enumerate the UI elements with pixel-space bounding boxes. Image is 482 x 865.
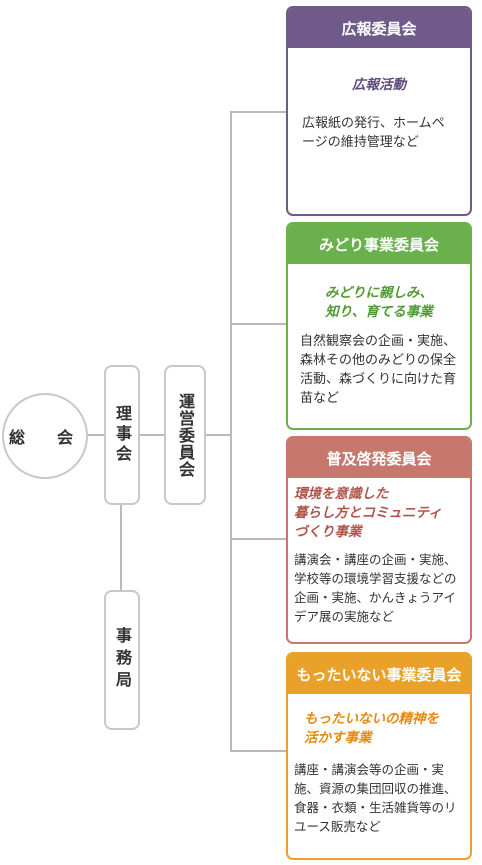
committee-description-green: 自然観察会の企画・実施、森林その他のみどりの保全活動、森づくりに向けた育苗など bbox=[300, 334, 457, 406]
committee-subtitle-line: 広報活動 bbox=[352, 77, 406, 93]
committee-subtitle-line: もったいないの精神を bbox=[304, 711, 439, 727]
committee-card-pr: 広報委員会 広報活動 広報紙の発行、ホームページの維持管理など bbox=[286, 6, 472, 216]
connector-branch-2 bbox=[230, 323, 287, 325]
committee-subtitle-line: 環境を意識した bbox=[294, 486, 389, 502]
board-label: 理事会 bbox=[113, 405, 132, 465]
committee-subtitle-line: づくり事業 bbox=[294, 524, 362, 540]
connector-branch-4 bbox=[230, 750, 287, 752]
committee-subtitle-line: 知り、育てる事業 bbox=[325, 304, 433, 320]
committee-description-mottainai: 講座・講演会等の企画・実施、資源の集団回収の推進、食器・衣類・生活雑貨等のリユー… bbox=[294, 762, 457, 834]
committee-title-mottainai: もったいない事業委員会 bbox=[288, 654, 470, 694]
committee-subtitle-pr: 広報活動 bbox=[288, 76, 470, 95]
secretariat-label: 事務局 bbox=[113, 627, 132, 693]
committee-card-green: みどり事業委員会 みどりに親しみ、 知り、育てる事業 自然観察会の企画・実施、森… bbox=[286, 222, 472, 430]
steering-committee-node: 運営委員会 bbox=[164, 365, 206, 505]
committee-subtitle-line: みどりに親しみ、 bbox=[325, 285, 433, 301]
connector-steering-branch bbox=[205, 434, 231, 436]
connector-branch-1 bbox=[230, 111, 287, 113]
committee-subtitle-line: 活かす事業 bbox=[304, 730, 372, 746]
committee-subtitle-green: みどりに親しみ、 知り、育てる事業 bbox=[288, 284, 470, 322]
connector-board-secretariat bbox=[120, 505, 122, 591]
committee-title-outreach: 普及啓発委員会 bbox=[288, 438, 470, 478]
committee-subtitle-outreach: 環境を意識した 暮らし方とコミュニティ づくり事業 bbox=[288, 485, 470, 542]
committee-description-outreach: 講演会・講座の企画・実施、学校等の環境学習支援などの企画・実施、かんきょうアイデ… bbox=[294, 552, 457, 624]
general-assembly-label: 総 会 bbox=[8, 428, 81, 447]
committee-title-text: 普及啓発委員会 bbox=[326, 449, 432, 468]
committee-card-mottainai: もったいない事業委員会 もったいないの精神を 活かす事業 講座・講演会等の企画・… bbox=[286, 652, 472, 860]
committee-card-outreach: 普及啓発委員会 環境を意識した 暮らし方とコミュニティ づくり事業 講演会・講座… bbox=[286, 436, 472, 644]
committee-title-text: 広報委員会 bbox=[341, 19, 417, 38]
general-assembly-node: 総 会 bbox=[2, 393, 88, 479]
board-node: 理事会 bbox=[104, 365, 140, 505]
committee-title-pr: 広報委員会 bbox=[288, 8, 470, 48]
committee-subtitle-mottainai: もったいないの精神を 活かす事業 bbox=[288, 710, 470, 748]
secretariat-node: 事務局 bbox=[104, 590, 140, 730]
connector-board-steering bbox=[139, 434, 165, 436]
committee-title-text: みどり事業委員会 bbox=[318, 235, 439, 254]
committee-title-green: みどり事業委員会 bbox=[288, 224, 470, 264]
connector-assembly-board bbox=[88, 434, 104, 436]
committee-subtitle-line: 暮らし方とコミュニティ bbox=[294, 505, 442, 521]
connector-branch-3 bbox=[230, 538, 287, 540]
connector-vertical-trunk bbox=[230, 111, 232, 752]
committee-title-text: もったいない事業委員会 bbox=[296, 665, 462, 684]
committee-description-pr: 広報紙の発行、ホームページの維持管理など bbox=[302, 116, 445, 150]
steering-committee-label: 運営委員会 bbox=[176, 392, 195, 478]
